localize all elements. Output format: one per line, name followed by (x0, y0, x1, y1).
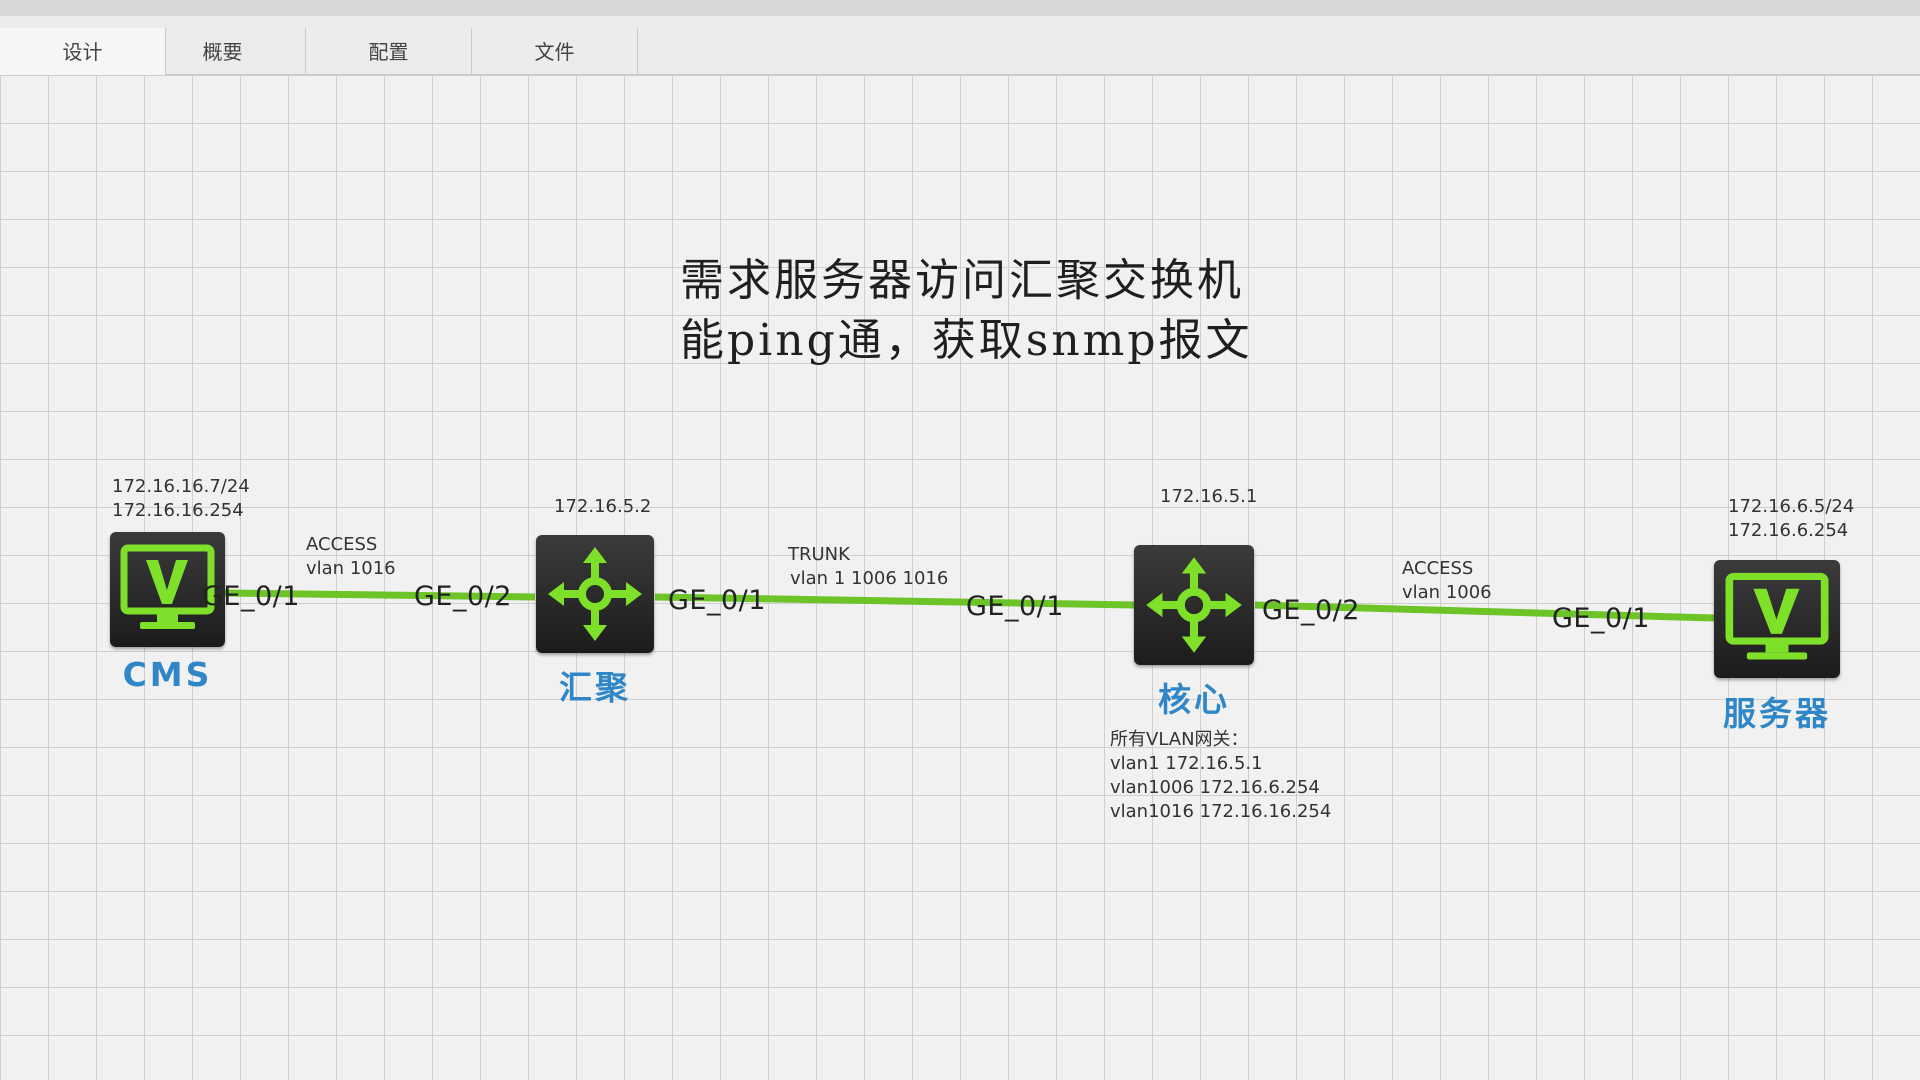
tab-summary[interactable]: 概要 (140, 28, 306, 86)
link2-mode: TRUNK (788, 544, 850, 565)
server-label: 服务器 (1723, 694, 1831, 733)
link-aggregation-core[interactable] (654, 593, 1136, 609)
topology-canvas[interactable]: 需求服务器访问汇聚交换机 能ping通，获取snmp报文 172.16.16.7… (0, 75, 1920, 1080)
pc-monitor-icon (120, 544, 215, 629)
tab-bar: 设计 概要 配置 文件 (0, 16, 1920, 86)
link1-port-b: GE_0/2 (414, 581, 512, 612)
core-gateway-vlan1006: vlan1006 172.16.6.254 (1110, 777, 1320, 798)
aggregation-label: 汇聚 (559, 668, 631, 707)
core-ip: 172.16.5.1 (1160, 486, 1258, 507)
link1-port-a: GE_0/1 (202, 581, 300, 612)
link-cms-aggregation[interactable] (224, 589, 536, 601)
requirement-note-line2: 能ping通，获取snmp报文 (680, 315, 1253, 366)
link2-port-a: GE_0/1 (668, 585, 766, 616)
requirement-note-line1: 需求服务器访问汇聚交换机 (680, 255, 1244, 306)
core-gateway-title: 所有VLAN网关： (1110, 729, 1249, 750)
switch-icon (548, 547, 642, 641)
core-switch[interactable] (1134, 545, 1254, 665)
link1-mode: ACCESS (306, 534, 378, 555)
cms-device[interactable] (110, 532, 225, 647)
tab-file[interactable]: 文件 (472, 28, 638, 86)
core-gateway-vlan1016: vlan1016 172.16.16.254 (1110, 801, 1332, 822)
link2-vlan: vlan 1 1006 1016 (790, 568, 949, 589)
link1-vlan: vlan 1016 (306, 558, 396, 579)
link-layer (224, 589, 1716, 622)
tab-config[interactable]: 配置 (306, 28, 472, 86)
aggregation-ip: 172.16.5.2 (554, 496, 652, 517)
link2-port-b: GE_0/1 (966, 591, 1064, 622)
link3-mode: ACCESS (1402, 558, 1474, 579)
server-device[interactable] (1714, 560, 1840, 678)
aggregation-switch[interactable] (536, 535, 654, 653)
top-toolbar (0, 0, 1920, 17)
server-ip: 172.16.6.5/24 (1728, 496, 1855, 517)
core-gateway-vlan1: vlan1 172.16.5.1 (1110, 753, 1263, 774)
link-core-server[interactable] (1254, 601, 1716, 622)
cms-ip: 172.16.16.7/24 (112, 476, 250, 497)
switch-icon (1146, 557, 1242, 653)
core-label: 核心 (1158, 680, 1230, 719)
link3-port-b: GE_0/1 (1552, 603, 1650, 634)
cms-label: CMS (122, 655, 213, 694)
cms-gateway: 172.16.16.254 (112, 500, 244, 521)
pc-monitor-icon (1725, 572, 1829, 660)
link3-vlan: vlan 1006 (1402, 582, 1492, 603)
server-gateway: 172.16.6.254 (1728, 520, 1849, 541)
link3-port-a: GE_0/2 (1262, 595, 1360, 626)
